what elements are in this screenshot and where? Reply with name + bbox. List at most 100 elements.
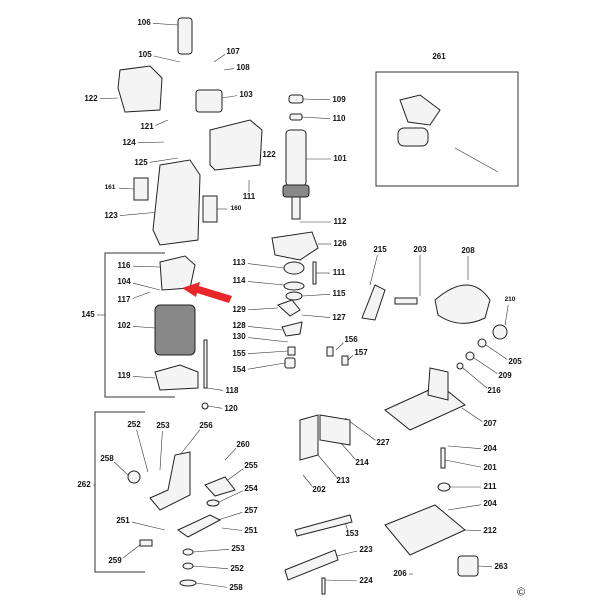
leader-line bbox=[113, 461, 129, 476]
part-213-guide bbox=[299, 414, 319, 461]
leader-line bbox=[473, 357, 498, 374]
part-number-label: 108 bbox=[236, 63, 250, 72]
leader-line bbox=[223, 68, 235, 71]
part-205-washer bbox=[477, 338, 487, 348]
leader-line bbox=[444, 459, 482, 468]
part-207-upright bbox=[427, 367, 449, 401]
leader-line bbox=[301, 293, 331, 297]
part-253-washer bbox=[182, 548, 194, 556]
part-number-label: 263 bbox=[494, 562, 508, 571]
part-154-nut bbox=[284, 357, 296, 369]
part-number-label: 208 bbox=[461, 246, 475, 255]
leader-line bbox=[347, 355, 354, 361]
part-number-label: 210 bbox=[504, 295, 516, 303]
part-number-label: 258 bbox=[100, 454, 114, 463]
group-title-261: 261 bbox=[432, 52, 446, 61]
part-119-baffle bbox=[154, 364, 199, 391]
leader-line bbox=[247, 337, 289, 343]
part-155-pin bbox=[287, 346, 296, 356]
part-number-label: 201 bbox=[483, 463, 497, 472]
leader-line bbox=[122, 544, 141, 559]
part-114-circlip bbox=[283, 281, 305, 291]
part-number-label: 101 bbox=[333, 154, 347, 163]
leader-line bbox=[317, 454, 337, 478]
part-number-label: 205 bbox=[508, 357, 522, 366]
part-number-label: 154 bbox=[232, 365, 246, 374]
part-number-label: 156 bbox=[344, 335, 358, 344]
part-number-label: 224 bbox=[359, 576, 373, 585]
leader-line bbox=[132, 282, 161, 291]
part-210-knob bbox=[492, 324, 508, 340]
part-254-roller bbox=[206, 499, 220, 507]
part-number-label: 111 bbox=[332, 268, 346, 277]
part-number-label: 253 bbox=[231, 544, 245, 553]
part-110-washer bbox=[289, 113, 303, 121]
leader-line bbox=[302, 98, 331, 101]
part-number-label: 145 bbox=[81, 310, 95, 319]
part-number-label: 102 bbox=[117, 321, 131, 330]
leader-line bbox=[192, 549, 230, 553]
leader-line bbox=[132, 326, 156, 329]
part-214-plate bbox=[319, 414, 351, 446]
bracket-145 bbox=[104, 252, 175, 398]
part-number-label: 103 bbox=[239, 90, 253, 99]
part-number-label: 127 bbox=[332, 313, 346, 322]
part-number-label: 160 bbox=[230, 204, 242, 212]
leader-line bbox=[132, 291, 151, 299]
leader-line bbox=[477, 565, 493, 568]
bracket-262 bbox=[94, 411, 145, 573]
part-number-label: 204 bbox=[483, 444, 497, 453]
part-number-label: 161 bbox=[104, 183, 116, 191]
part-263-box-icon bbox=[457, 555, 479, 577]
part-number-label: 252 bbox=[127, 420, 141, 429]
leader-line bbox=[485, 344, 508, 360]
part-number-label: 155 bbox=[232, 349, 246, 358]
leader-line bbox=[195, 582, 228, 588]
part-number-label: 212 bbox=[483, 526, 497, 535]
part-207-base bbox=[384, 384, 466, 431]
leader-line bbox=[213, 54, 226, 63]
part-101-armature bbox=[285, 129, 307, 187]
leader-line bbox=[118, 187, 135, 190]
part-number-label: 256 bbox=[199, 421, 213, 430]
part-118-screw bbox=[203, 339, 208, 389]
part-211-wheel bbox=[437, 482, 451, 492]
leader-line bbox=[247, 350, 289, 354]
part-261-body bbox=[397, 127, 429, 147]
leader-line bbox=[153, 55, 181, 63]
leader-line bbox=[247, 362, 286, 370]
part-number-label: 262 bbox=[77, 480, 91, 489]
armature-fan bbox=[282, 184, 310, 198]
part-212-base-plate bbox=[384, 504, 466, 556]
part-number-label: 255 bbox=[244, 461, 258, 470]
part-209-screw bbox=[465, 351, 475, 361]
part-number-label: 227 bbox=[376, 438, 390, 447]
part-number-label: 214 bbox=[355, 458, 369, 467]
part-number-label: 254 bbox=[244, 484, 258, 493]
part-215-bolt bbox=[394, 297, 418, 305]
part-number-label: 125 bbox=[134, 158, 148, 167]
leader-line bbox=[301, 314, 331, 318]
part-number-label: 204 bbox=[483, 499, 497, 508]
part-number-label: 110 bbox=[332, 114, 346, 123]
part-number-label: 129 bbox=[232, 305, 246, 314]
part-number-label: 209 bbox=[498, 371, 512, 380]
leader-line bbox=[247, 307, 279, 311]
part-102-field bbox=[154, 304, 196, 356]
part-number-label: 122 bbox=[84, 94, 98, 103]
part-number-label: 115 bbox=[332, 289, 346, 298]
leader-line bbox=[447, 504, 482, 511]
part-128-plate bbox=[281, 321, 303, 337]
leader-line bbox=[335, 342, 344, 351]
part-number-label: 123 bbox=[104, 211, 118, 220]
part-156-sleeve bbox=[326, 346, 334, 357]
part-number-label: 118 bbox=[225, 386, 239, 395]
part-113-bearing bbox=[283, 261, 305, 275]
leader-line bbox=[336, 550, 358, 557]
red-pointer-arrow bbox=[182, 282, 232, 303]
leader-line bbox=[149, 157, 179, 163]
part-number-label: 116 bbox=[117, 261, 131, 270]
leader-line bbox=[218, 490, 243, 503]
part-number-label: 119 bbox=[117, 371, 131, 380]
